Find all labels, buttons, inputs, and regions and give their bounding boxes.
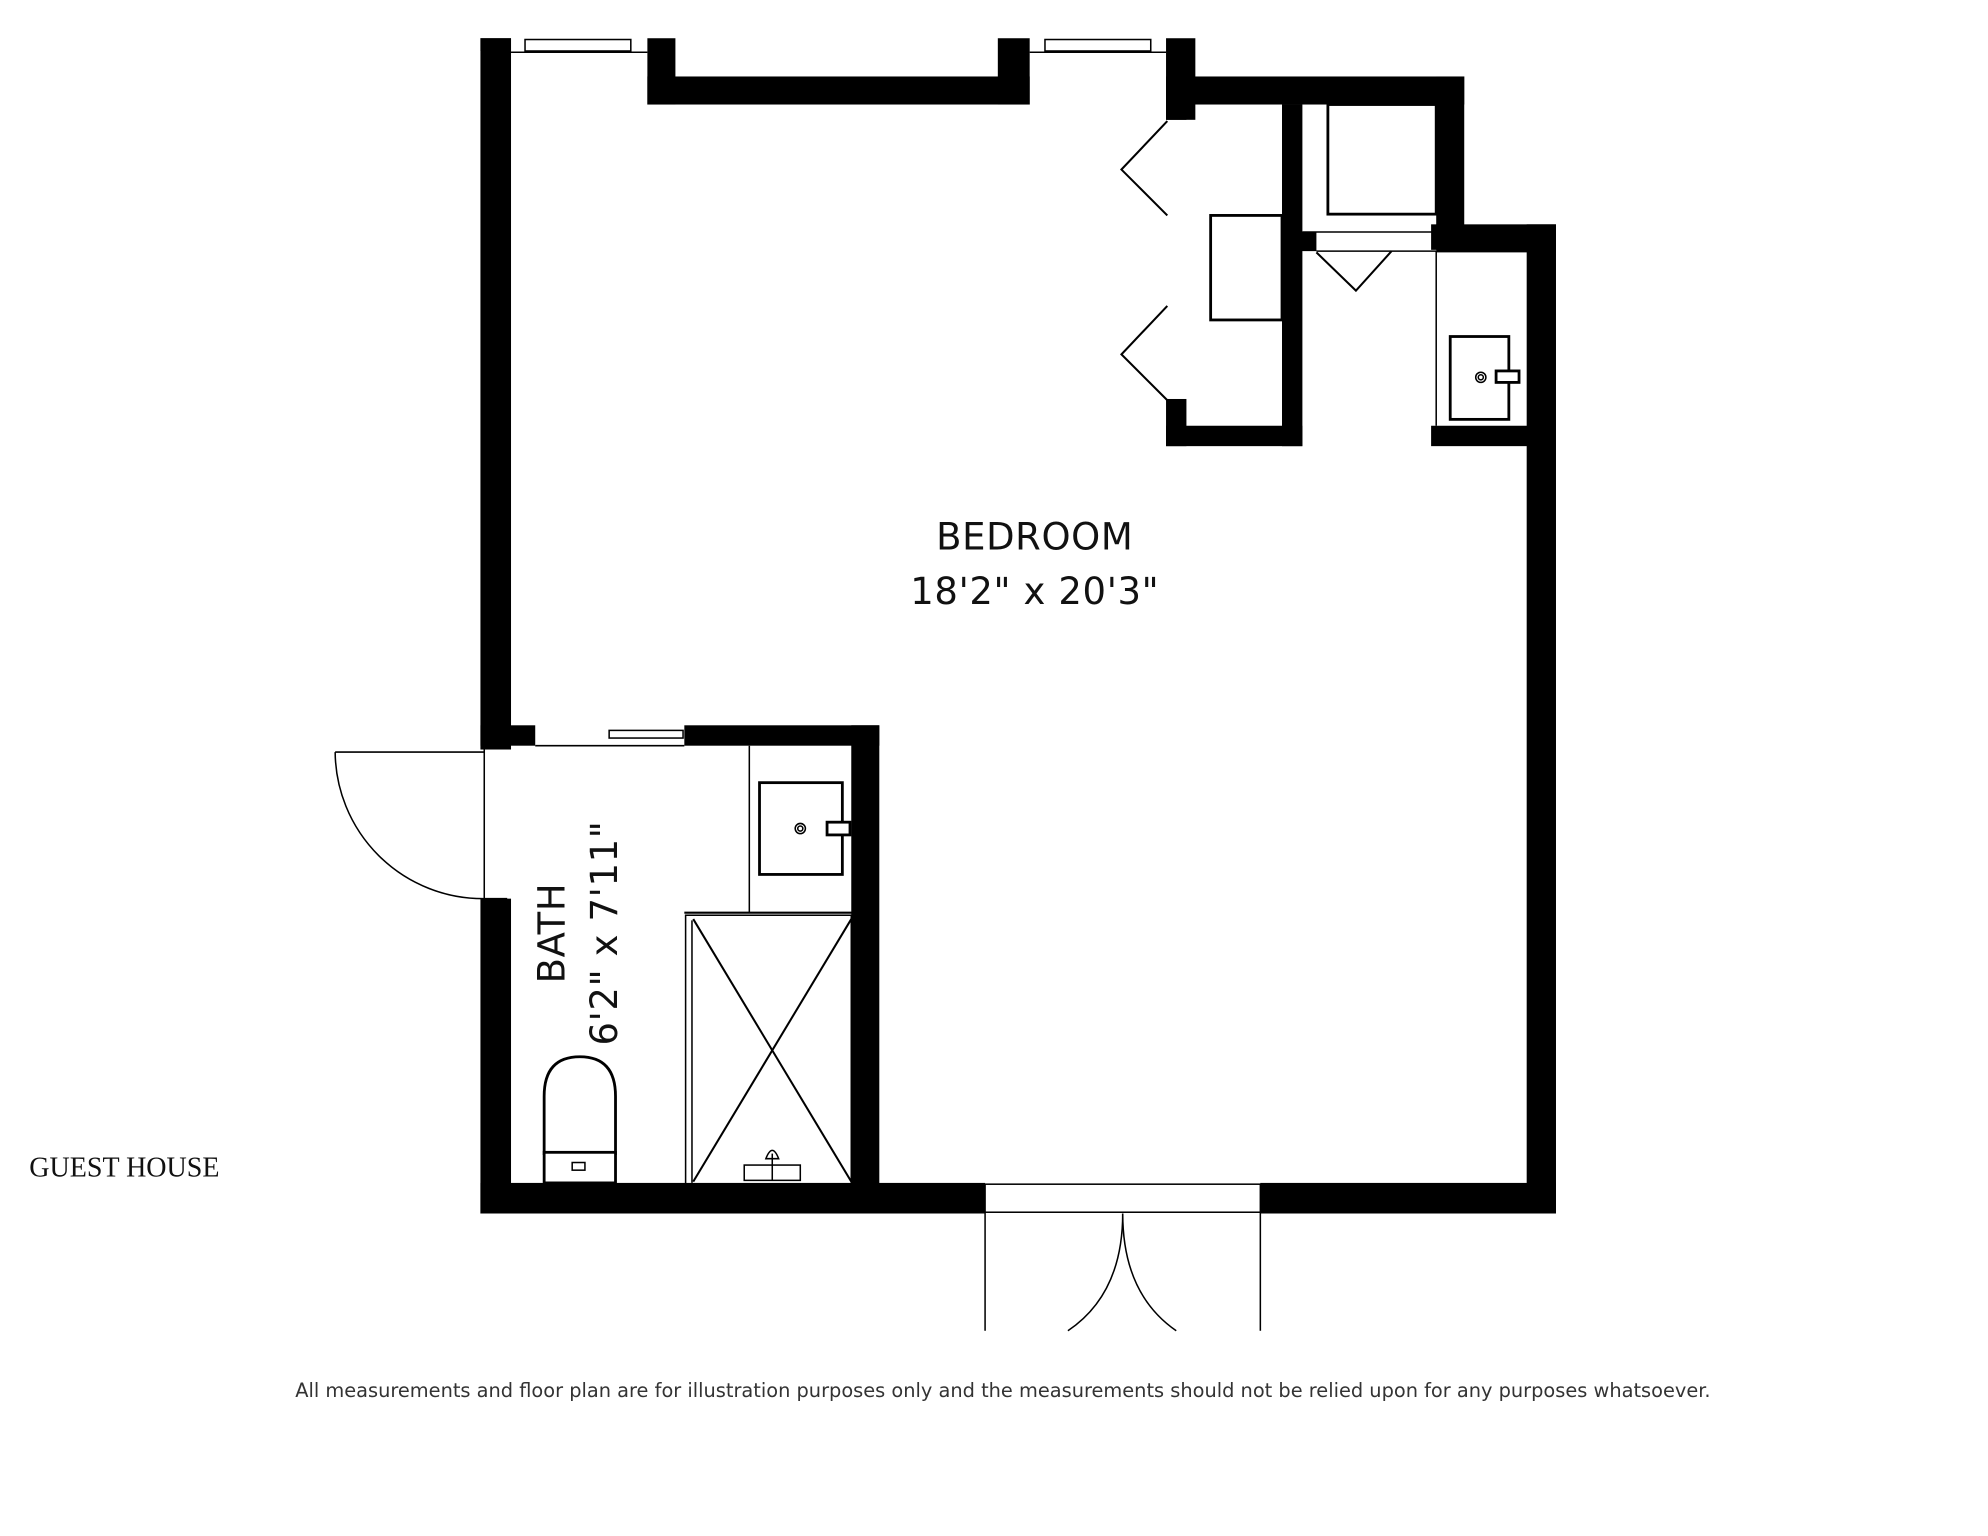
room-dimensions-bath: 6'2" x 7'11" bbox=[583, 821, 626, 1046]
swing-door-icon bbox=[334, 749, 508, 900]
room-name-bedroom: BEDROOM bbox=[936, 515, 1133, 558]
plan-title: GUEST HOUSE bbox=[29, 1153, 219, 1184]
exterior-walls bbox=[480, 38, 1556, 1214]
toilet-icon bbox=[542, 1055, 617, 1185]
room-dimensions-bedroom: 18'2" x 20'3" bbox=[910, 570, 1159, 613]
window-icon bbox=[511, 38, 1167, 54]
bath-walls bbox=[480, 725, 880, 1214]
closet-bifold-door-icon bbox=[1120, 120, 1284, 401]
shower-icon bbox=[684, 911, 853, 1185]
bath-sink-icon bbox=[748, 745, 852, 913]
disclaimer-text: All measurements and floor plan are for … bbox=[295, 1379, 1710, 1402]
bath-window-icon bbox=[535, 729, 685, 747]
sink-icon bbox=[1448, 335, 1521, 421]
room-name-bath: BATH bbox=[531, 883, 574, 984]
double-door-icon bbox=[984, 1183, 1262, 1332]
closet-2 bbox=[1302, 103, 1438, 426]
closet-walls bbox=[1166, 104, 1528, 447]
